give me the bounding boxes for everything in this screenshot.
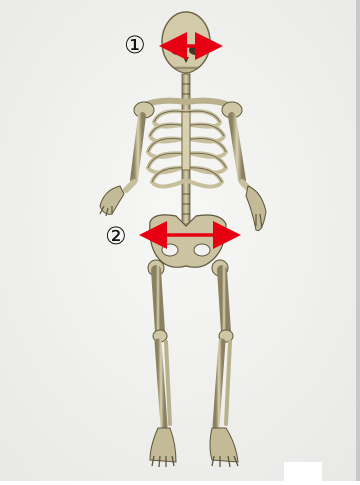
marker-label-2: ②	[105, 224, 127, 248]
sternum	[182, 112, 190, 170]
marker-label-1: ①	[124, 33, 146, 57]
scan-white-patch	[284, 462, 322, 481]
skull	[162, 12, 210, 73]
scan-edge	[356, 0, 360, 481]
